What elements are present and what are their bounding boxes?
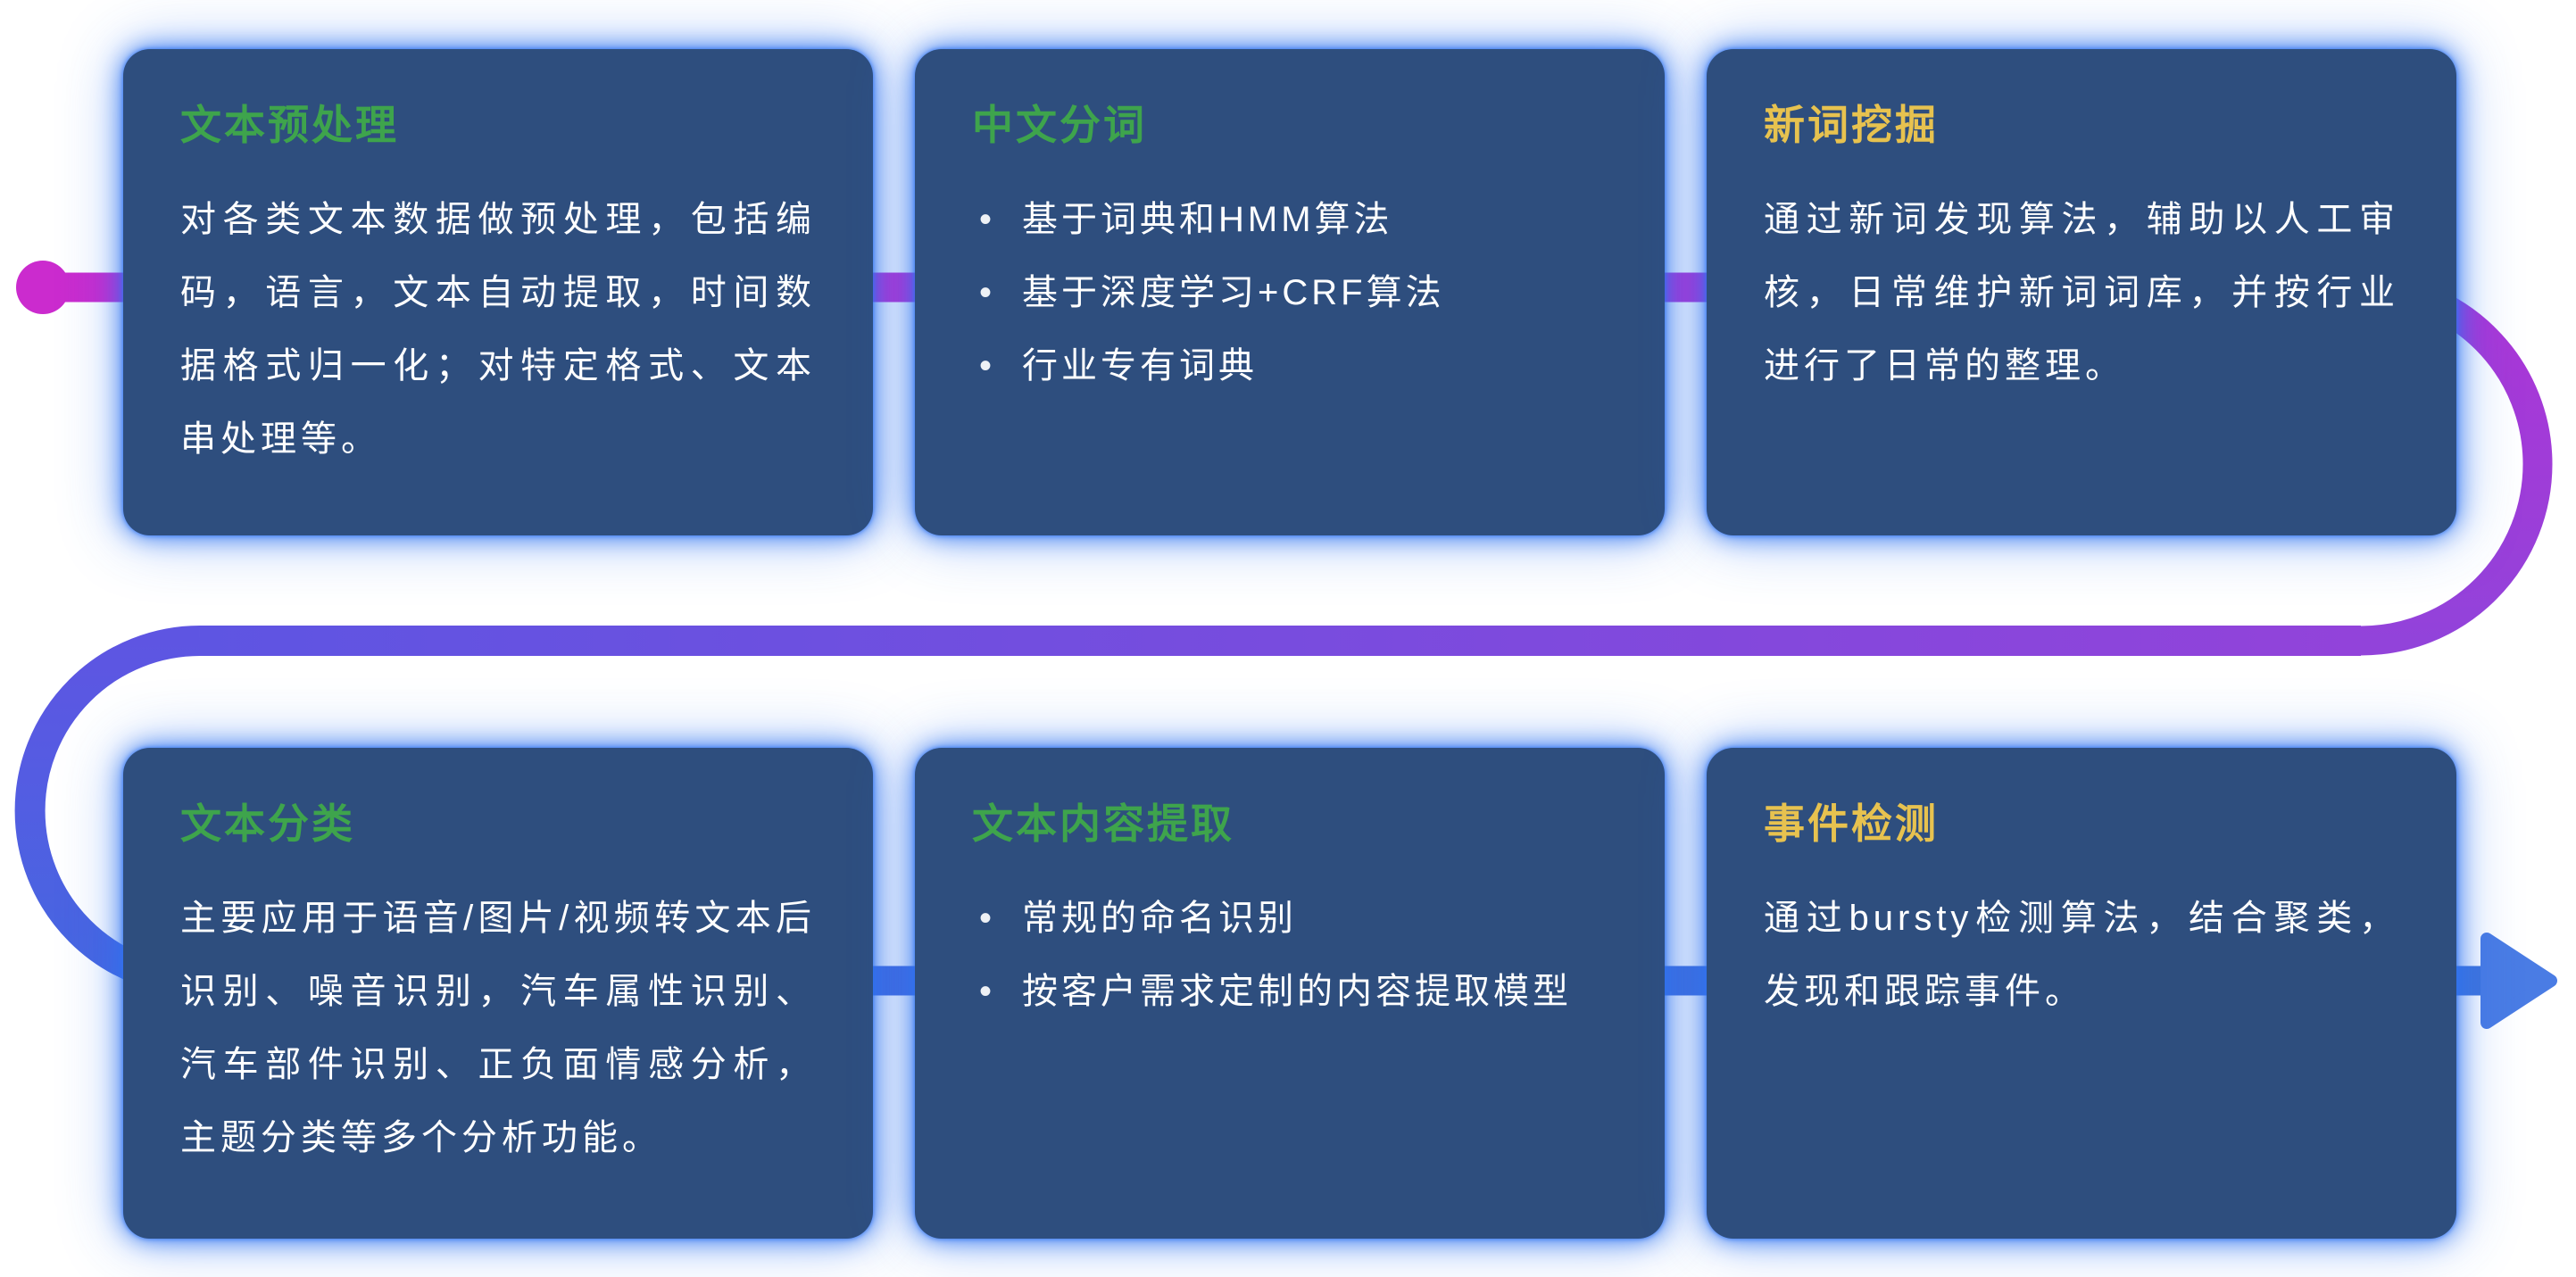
card-new-word-mining: 新词挖掘 通过新词发现算法，辅助以人工审核，日常维护新词词库，并按行业进行了日常… <box>1707 49 2456 535</box>
card-text-content-extraction: 文本内容提取 常规的命名识别按客户需求定制的内容提取模型 <box>915 748 1665 1239</box>
flow-curve-left <box>14 626 201 996</box>
card-title: 文本分类 <box>180 800 355 847</box>
card-title: 文本内容提取 <box>972 800 1234 847</box>
card-text-preprocessing: 文本预处理 对各类文本数据做预处理，包括编码，语言，文本自动提取，时间数据格式归… <box>123 49 873 535</box>
bullet-item: 按客户需求定制的内容提取模型 <box>972 955 1608 1028</box>
card-title: 新词挖掘 <box>1764 102 1939 148</box>
card-title: 事件检测 <box>1764 800 1939 847</box>
bullet-item: 常规的命名识别 <box>972 882 1608 955</box>
card-body: 通过新词发现算法，辅助以人工审核，日常维护新词词库，并按行业进行了日常的整理。 <box>1764 199 2399 386</box>
card-event-detection: 事件检测 通过bursty检测算法，结合聚类，发现和跟踪事件。 <box>1707 748 2456 1239</box>
card-body: 主要应用于语音/图片/视频转文本后识别、噪音识别，汽车属性识别、汽车部件识别、正… <box>180 898 816 1157</box>
card-bullet-list: 常规的命名识别按客户需求定制的内容提取模型 <box>972 882 1608 1028</box>
card-body: 对各类文本数据做预处理，包括编码，语言，文本自动提取，时间数据格式归一化；对特定… <box>180 199 816 459</box>
bullet-item: 基于词典和HMM算法 <box>972 183 1608 256</box>
card-bullet-list: 基于词典和HMM算法基于深度学习+CRF算法行业专有词典 <box>972 183 1608 402</box>
bullet-item: 行业专有词典 <box>972 329 1608 402</box>
card-title: 中文分词 <box>972 102 1147 148</box>
card-text-classification: 文本分类 主要应用于语音/图片/视频转文本后识别、噪音识别，汽车属性识别、汽车部… <box>123 748 873 1239</box>
card-title: 文本预处理 <box>180 102 399 148</box>
card-chinese-word-segmentation: 中文分词 基于词典和HMM算法基于深度学习+CRF算法行业专有词典 <box>915 49 1665 535</box>
flow-arrowhead-icon <box>2480 933 2557 1029</box>
bullet-item: 基于深度学习+CRF算法 <box>972 256 1608 329</box>
card-body: 通过bursty检测算法，结合聚类，发现和跟踪事件。 <box>1764 898 2399 1011</box>
